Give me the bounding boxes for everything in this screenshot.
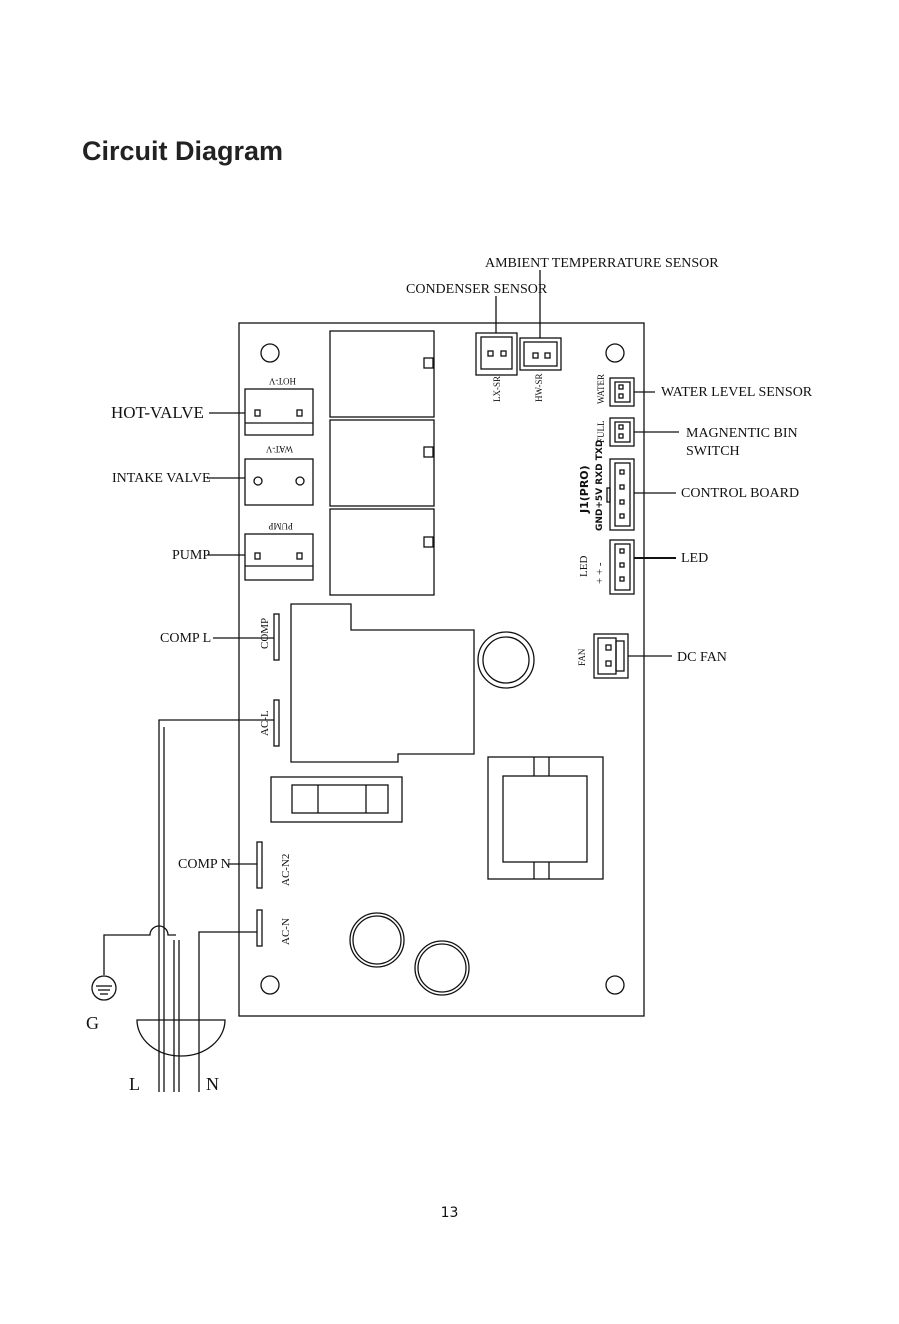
buzzer [478, 632, 534, 688]
ac-n-silkscreen: AC-N [280, 918, 292, 945]
ground-wire [104, 926, 176, 975]
wat-v-silkscreen: WAT-V [265, 444, 293, 454]
fan-silkscreen: FAN [577, 648, 587, 666]
intake-valve-connector [245, 459, 313, 505]
magnetic-bin-switch-label-line2: SWITCH [686, 444, 740, 459]
relay [330, 420, 434, 506]
heatsink [291, 604, 474, 762]
mounting-hole [606, 976, 624, 994]
ac-n2-terminal [257, 842, 262, 888]
j1-pins-silkscreen: GND+5V RXD TXD [595, 440, 605, 531]
led-silkscreen: LED [578, 556, 590, 577]
ac-n-terminal [257, 910, 262, 946]
ambient-sensor-label: AMBIENT TEMPERRATURE SENSOR [485, 256, 719, 271]
ambient-sensor-connector [520, 338, 561, 370]
led-pins-silkscreen: + + - [594, 562, 606, 584]
capacitor [350, 913, 404, 967]
led-label: LED [681, 551, 708, 566]
neutral-label: N [206, 1074, 219, 1094]
pump-silkscreen: PUMP [268, 521, 293, 531]
control-board-outline [239, 323, 644, 1016]
comp-n-label: COMP N [178, 857, 231, 872]
full-silkscreen: FULL [596, 421, 606, 444]
intake-valve-label: INTAKE VALVE [112, 471, 211, 486]
pump-label: PUMP [172, 548, 210, 563]
power-plug [137, 1020, 225, 1056]
mounting-hole [261, 976, 279, 994]
j1-pro-silkscreen: J1(PRO) [578, 465, 591, 514]
ac-l-terminal [274, 700, 279, 746]
hot-valve-label: HOT-VALVE [111, 403, 204, 422]
comp-silkscreen: COMP [259, 618, 271, 649]
comp-l-label: COMP L [160, 631, 211, 646]
hw-sr-silkscreen: HW-SR [534, 373, 544, 402]
water-level-sensor-label: WATER LEVEL SENSOR [661, 385, 813, 400]
water-silkscreen: WATER [596, 374, 606, 404]
mounting-hole [261, 344, 279, 362]
line-wire [159, 720, 274, 1092]
comp-terminal [274, 614, 279, 660]
page-number: 13 [0, 1205, 899, 1221]
ac-l-silkscreen: AC-L [259, 710, 271, 736]
capacitor [415, 941, 469, 995]
neutral-wire [199, 932, 257, 1092]
hot-v-silkscreen: HOT-V [268, 376, 296, 386]
ground-symbol [92, 976, 116, 1000]
fuse-holder [271, 777, 402, 822]
mounting-hole [606, 344, 624, 362]
ac-n2-silkscreen: AC-N2 [280, 854, 292, 886]
transformer [488, 757, 603, 879]
fuse [292, 785, 388, 813]
condenser-sensor-label: CONDENSER SENSOR [406, 282, 548, 297]
relay [330, 331, 434, 417]
magnetic-bin-switch-label: MAGNENTIC BIN [686, 426, 798, 441]
line-label: L [129, 1074, 140, 1094]
control-board-label: CONTROL BOARD [681, 486, 799, 501]
relay [330, 509, 434, 595]
ground-label: G [86, 1013, 99, 1033]
lx-sr-silkscreen: LX-SR [492, 376, 502, 402]
dc-fan-label: DC FAN [677, 650, 727, 665]
